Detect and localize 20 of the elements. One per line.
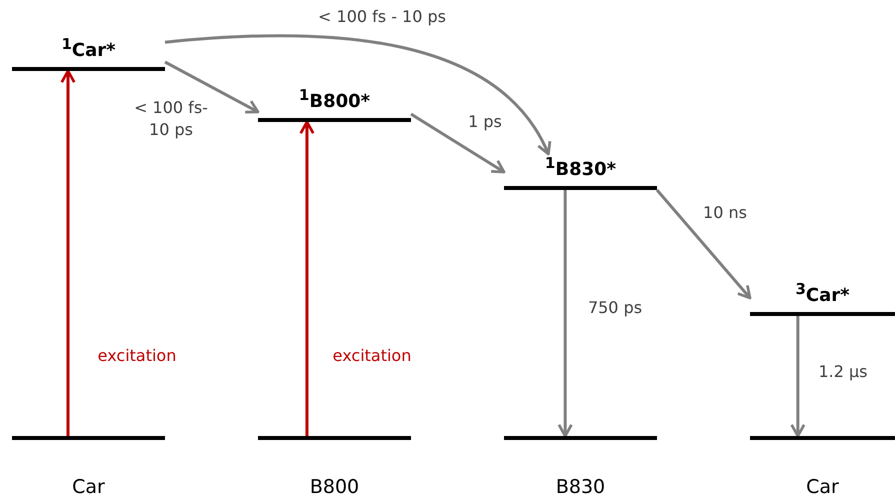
arrow (60, 70, 76, 436)
energy-level (504, 154, 657, 190)
energy-level (258, 86, 411, 122)
state-label: Car (805, 476, 840, 498)
arrow (410, 112, 506, 174)
arrow (558, 190, 573, 438)
state-label: $^{1}$B800* (298, 86, 372, 112)
arrow (656, 189, 752, 300)
energy-level (750, 280, 895, 316)
arrow (164, 34, 550, 156)
arrow (164, 60, 260, 114)
state-label: B800 (308, 476, 360, 498)
arrow (790, 316, 806, 438)
state-label: B830 (554, 476, 606, 498)
state-label: $^{3}$Car* (794, 280, 851, 306)
state-label: Car (71, 476, 106, 498)
arrow (299, 120, 315, 436)
state-label: $^{1}$B830* (544, 154, 618, 180)
energy-level (12, 35, 165, 71)
state-label: $^{1}$Car* (60, 35, 117, 61)
